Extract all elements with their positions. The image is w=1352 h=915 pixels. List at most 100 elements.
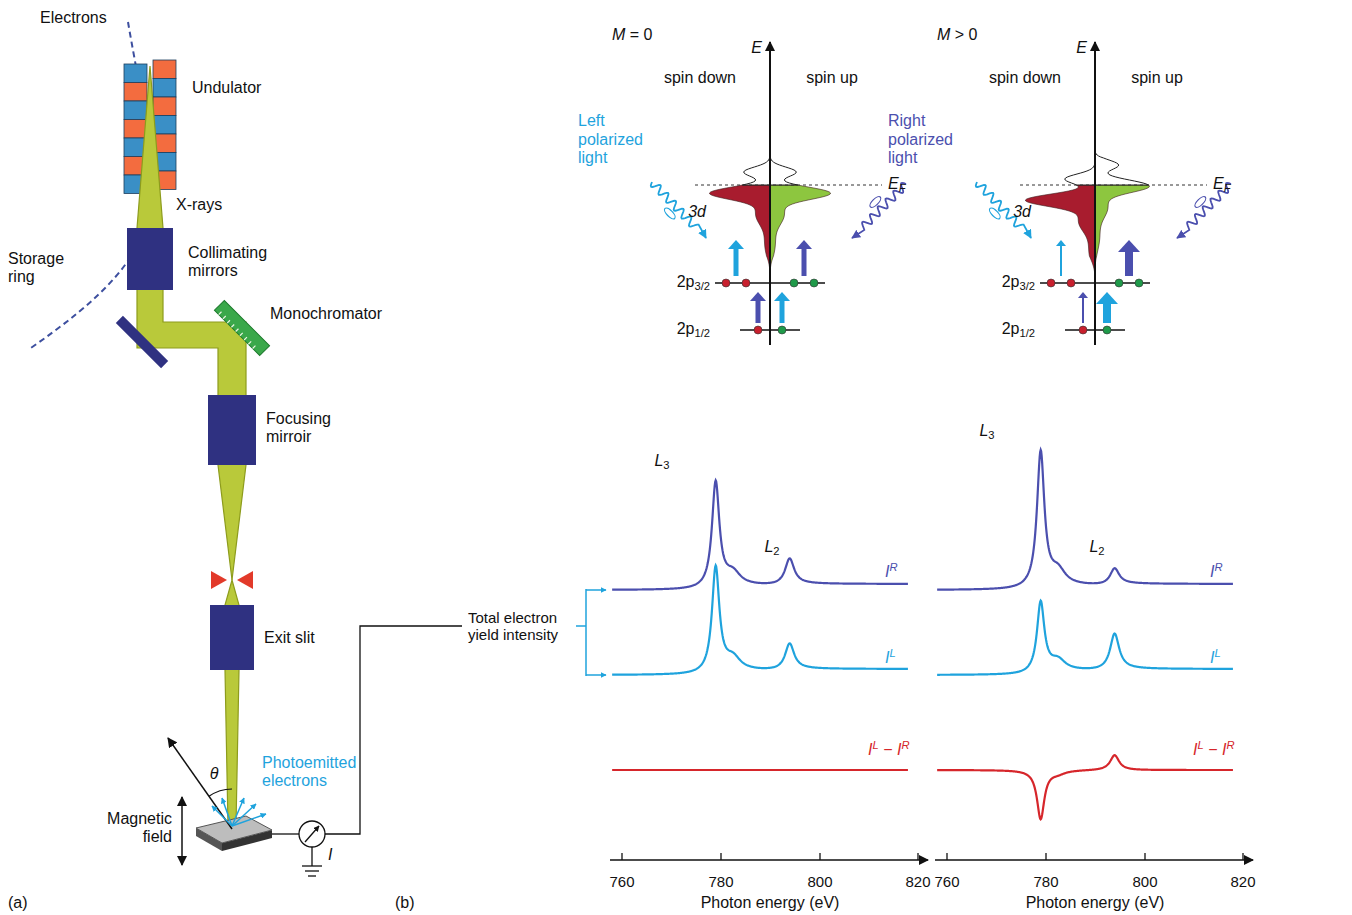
empty-dos (1095, 148, 1148, 185)
axis-tick: 760 (609, 873, 634, 890)
core-electron (722, 279, 730, 287)
spectrum-curve (612, 565, 908, 674)
empty-dos (770, 148, 798, 185)
fermi-label: EF (888, 175, 906, 195)
surface-normal (168, 738, 232, 829)
transition-arrow (1103, 304, 1111, 323)
axis-tick: 820 (905, 873, 930, 890)
transition-arrow (728, 240, 744, 249)
level-label: 2p3/2 (1002, 273, 1035, 293)
core-level (1065, 329, 1125, 330)
transition-arrow (1078, 292, 1088, 298)
edge-label: L2 (764, 538, 779, 558)
curve-label: IL − IR (868, 739, 909, 760)
spectrum-curve (937, 450, 1233, 590)
core-electron (1079, 326, 1087, 334)
xmcd-panels (610, 42, 1253, 860)
component-label: Storage ring (8, 250, 80, 287)
xmcd-subpanel (610, 42, 928, 860)
transition-arrow (1060, 246, 1062, 276)
energy-axis (935, 859, 1253, 861)
occupied-dos (1025, 185, 1095, 278)
collimating-mirror (127, 228, 173, 290)
core-level (715, 282, 825, 283)
spectrum-curve (937, 601, 1233, 675)
occupied-dos (1095, 185, 1149, 278)
slit-blade (211, 571, 227, 589)
energy-axis (610, 859, 928, 861)
magnet-block (124, 120, 147, 139)
edge-label: L3 (979, 422, 994, 442)
level-label: 2p3/2 (677, 273, 710, 293)
transition-arrow (756, 301, 761, 323)
magnet-block (153, 60, 176, 79)
electron-orbit (28, 22, 150, 350)
curve-label: IL (885, 647, 896, 668)
polarization-loop (988, 206, 1002, 220)
state-label: M > 0 (937, 26, 977, 44)
magnet-block (153, 97, 176, 116)
curve-label: IL − IR (1193, 739, 1234, 760)
axis-tick-mark (819, 853, 820, 860)
core-electron (1047, 279, 1055, 287)
state-label: M = 0 (612, 26, 652, 44)
magnet-block (124, 101, 147, 120)
angle-arc (209, 789, 232, 796)
empty-dos (742, 148, 770, 185)
transition-arrow (774, 292, 790, 301)
component-label: Collimating mirrors (188, 244, 288, 281)
core-electron (1067, 279, 1075, 287)
core-electron (754, 326, 762, 334)
transition-arrow (1096, 292, 1118, 304)
axis-tick-mark (917, 853, 918, 860)
panel-label: (b) (395, 894, 415, 912)
level-label: 2p1/2 (677, 320, 710, 340)
focusing-mirror (208, 395, 256, 465)
curve-label: IR (885, 561, 898, 582)
axis-tick: 780 (1033, 873, 1058, 890)
core-electron (778, 326, 786, 334)
component-label: Focusing mirroir (266, 410, 346, 447)
signal-bracket (576, 589, 606, 676)
transition-arrow (796, 240, 812, 249)
occupied-dos (709, 185, 770, 278)
axis-tick: 780 (708, 873, 733, 890)
spectrum-curve (612, 480, 908, 589)
axis-label: E (1076, 39, 1087, 57)
transition-arrow (1125, 252, 1133, 276)
component-label: Exit slit (264, 629, 315, 647)
edge-label: L3 (654, 452, 669, 472)
magnet-block (153, 116, 176, 135)
plane-mirror (116, 316, 168, 368)
light-label: Left polarized light (578, 112, 658, 167)
xmcd-subpanel (935, 42, 1253, 860)
level-label: 2p1/2 (1002, 320, 1035, 340)
photon-wave (651, 182, 706, 238)
axis-tick-mark (1144, 853, 1145, 860)
band-label: 3d (1013, 203, 1031, 221)
core-electron (1135, 279, 1143, 287)
transition-arrow (802, 249, 807, 276)
axis-tick: 820 (1230, 873, 1255, 890)
transition-arrow (780, 301, 785, 323)
energy-axis (1094, 42, 1096, 345)
energy-axis (769, 42, 771, 345)
axis-tick-mark (946, 853, 947, 860)
component-label: Monochromator (270, 305, 382, 323)
exit-slit (210, 605, 254, 670)
field-arrow (181, 797, 183, 865)
axis-tick-mark (1045, 853, 1046, 860)
signal-label: Total electron yield intensity (468, 609, 574, 644)
ammeter-circuit (272, 626, 462, 876)
monochromator-grating (214, 300, 269, 355)
particle-label: Electrons (40, 9, 107, 27)
core-level (740, 329, 800, 330)
core-electron (1115, 279, 1123, 287)
photon-wave (976, 182, 1031, 238)
axis-label: E (751, 39, 762, 57)
band-label: 3d (688, 203, 706, 221)
axis-tick-mark (621, 853, 622, 860)
magnet-block (124, 64, 147, 83)
